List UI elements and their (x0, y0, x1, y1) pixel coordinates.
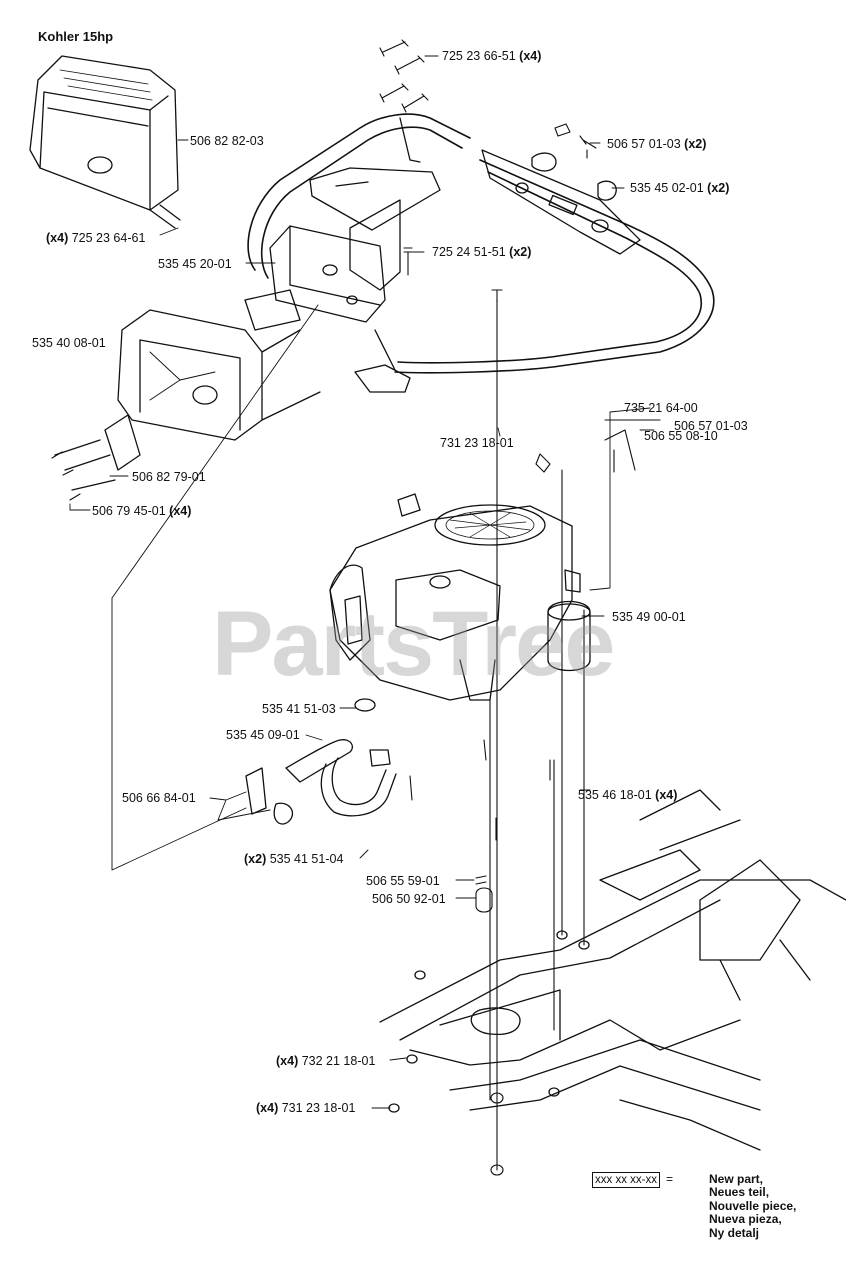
leader-lines (69, 55, 655, 1109)
muffler-bracket-drawing (244, 225, 411, 393)
part-number: 506 55 59-01 (366, 874, 440, 888)
part-label-506-50-92-01[interactable]: 506 50 92-01 (372, 892, 446, 906)
part-number: 506 79 45-01 (92, 504, 166, 518)
part-label-506-57-01-03-x2[interactable]: 506 57 01-03 (x2) (607, 137, 706, 151)
part-number: 535 41 51-04 (269, 852, 344, 866)
part-number: 535 40 08-01 (32, 336, 106, 350)
part-label-535-41-51-04[interactable]: (x2) 535 41 51-04 (244, 852, 343, 866)
diagram-title: Kohler 15hp (38, 29, 114, 44)
part-label-506-66-84-01[interactable]: 506 66 84-01 (122, 791, 196, 805)
part-quantity: (x2) (509, 245, 532, 259)
part-quantity: (x4) (655, 788, 678, 802)
legend-equals: = (665, 1172, 673, 1186)
part-number: 535 41 51-03 (262, 702, 336, 716)
part-label-535-41-51-03[interactable]: 535 41 51-03 (262, 702, 336, 716)
part-label-725-23-64-61[interactable]: (x4) 725 23 64-61 (46, 231, 145, 245)
part-number: 506 55 08-10 (644, 429, 718, 443)
air-cleaner-cover-drawing (29, 55, 181, 229)
part-label-506-55-08-10[interactable]: 506 55 08-10 (644, 423, 718, 443)
legend-line: Neues teil, (709, 1185, 770, 1200)
frame-tube-drawing (247, 113, 715, 374)
part-number: 732 21 18-01 (301, 1054, 376, 1068)
bolts-drawing (51, 39, 597, 501)
legend-code-box: xxx xx xx-xx (592, 1172, 660, 1188)
part-quantity: (x2) (244, 852, 267, 866)
legend-line: New part, (709, 1172, 764, 1186)
part-quantity: (x2) (707, 181, 730, 195)
part-label-535-49-00-01[interactable]: 535 49 00-01 (612, 610, 686, 624)
part-label-506-57-01-03[interactable]: 506 57 01-03 (674, 419, 748, 433)
part-number: 725 23 64-61 (71, 231, 146, 245)
part-label-506-82-79-01[interactable]: 506 82 79-01 (132, 470, 206, 484)
part-label-535-46-18-01[interactable]: 535 46 18-01 (x4) (578, 788, 677, 802)
chassis-plate-drawing (379, 789, 846, 1151)
part-label-731-23-18-01-x4[interactable]: (x4) 731 23 18-01 (256, 1101, 355, 1115)
part-quantity: (x4) (46, 231, 69, 245)
legend-line: Nueva pieza, (709, 1212, 782, 1227)
part-label-535-45-09-01[interactable]: 535 45 09-01 (226, 728, 300, 742)
part-label-731-23-18-01[interactable]: 731 23 18-01 (440, 436, 514, 450)
part-quantity: (x4) (256, 1101, 279, 1115)
engine-drawing (329, 493, 591, 701)
part-label-735-21-64-00[interactable]: 735 21 64-00 (624, 401, 698, 415)
part-number: 731 23 18-01 (281, 1101, 356, 1115)
part-number: 725 23 66-51 (442, 49, 516, 63)
part-quantity: (x4) (169, 504, 192, 518)
part-quantity: (x2) (684, 137, 707, 151)
part-label-506-79-45-01[interactable]: 506 79 45-01 (x4) (92, 504, 191, 518)
part-number: 506 66 84-01 (122, 791, 196, 805)
part-label-506-55-59-01[interactable]: 506 55 59-01 (366, 874, 440, 888)
part-number: 506 57 01-03 (674, 419, 748, 433)
muffler-drawing (54, 309, 321, 491)
part-number: 535 45 20-01 (158, 257, 232, 271)
part-label-732-21-18-01[interactable]: (x4) 732 21 18-01 (276, 1054, 375, 1068)
part-label-725-23-66-51[interactable]: 725 23 66-51 (x4) (442, 49, 541, 63)
part-label-535-45-02-01[interactable]: 535 45 02-01 (x2) (630, 181, 729, 195)
part-number: 506 82 79-01 (132, 470, 206, 484)
part-number: 731 23 18-01 (440, 436, 514, 450)
part-quantity: (x4) (519, 49, 542, 63)
legend: xxx xx xx-xx = New part, Neues teil, Nouv… (592, 1172, 796, 1240)
part-number: 506 57 01-03 (607, 137, 681, 151)
part-number: 506 50 92-01 (372, 892, 446, 906)
mounting-rods-drawing (409, 299, 661, 1176)
part-number: 725 24 51-51 (432, 245, 506, 259)
part-label-725-24-51-51[interactable]: 725 24 51-51 (x2) (432, 245, 531, 259)
part-label-535-45-20-01[interactable]: 535 45 20-01 (158, 257, 232, 271)
watermark-text: PartsTree (212, 593, 615, 695)
part-quantity: (x4) (276, 1054, 299, 1068)
legend-line: Ny detalj (709, 1225, 760, 1240)
part-number: 535 49 00-01 (612, 610, 686, 624)
exhaust-pipe-drawing (245, 698, 397, 825)
part-number: 535 46 18-01 (578, 788, 652, 802)
part-number: 506 82 82-03 (190, 134, 264, 148)
part-number: 535 45 09-01 (226, 728, 300, 742)
legend-line: Nouvelle piece, (709, 1198, 797, 1213)
legend-translations: New part, Neues teil, Nouvelle piece, Nu… (709, 1172, 797, 1240)
part-label-506-82-82-03[interactable]: 506 82 82-03 (190, 134, 264, 148)
part-number: 735 21 64-00 (624, 401, 698, 415)
part-label-535-40-08-01[interactable]: 535 40 08-01 (32, 336, 106, 350)
part-number: 535 45 02-01 (630, 181, 704, 195)
